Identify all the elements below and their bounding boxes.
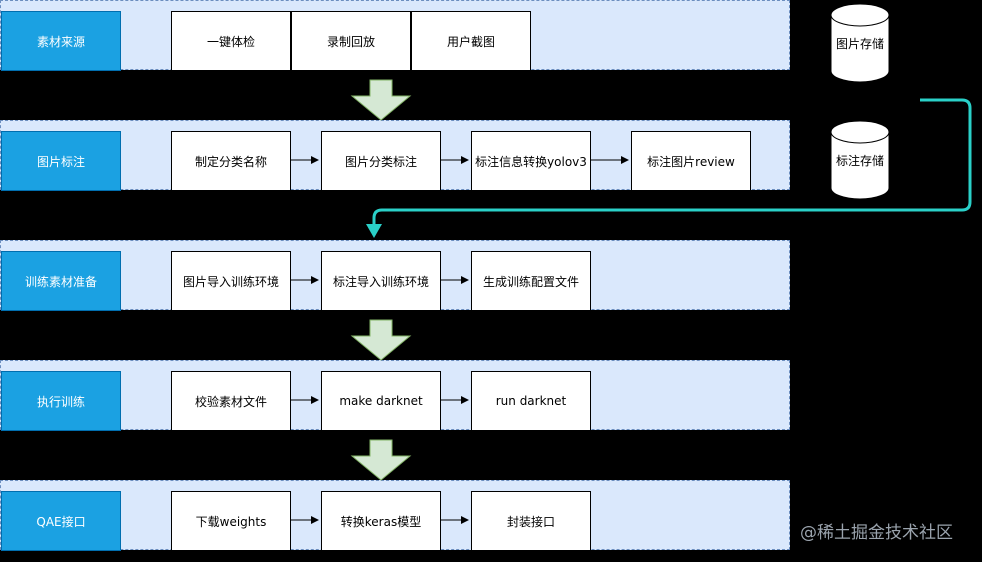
step-run-darknet: run darknet (471, 371, 591, 431)
step-define-categories: 制定分类名称 (171, 131, 291, 191)
stage-label-run-training: 执行训练 (1, 371, 121, 431)
image-storage-label: 图片存储 (835, 36, 884, 51)
stage-label-qae-api: QAE接口 (1, 491, 121, 551)
flow-arrow-4 (350, 439, 412, 481)
step-record-replay: 录制回放 (291, 11, 411, 71)
stage-band-annotation: 图片标注 制定分类名称 图片分类标注 标注信息转换yolov3 标注图片revi… (0, 120, 790, 191)
step-verify-files: 校验素材文件 (171, 371, 291, 431)
watermark-text: @稀土掘金技术社区 (800, 523, 953, 543)
step-convert-yolov3: 标注信息转换yolov3 (471, 131, 591, 191)
step-import-labels: 标注导入训练环境 (321, 251, 441, 311)
stage-label-training-prep: 训练素材准备 (1, 251, 121, 311)
stage-band-run-training: 执行训练 校验素材文件 make darknet run darknet (0, 360, 790, 431)
label-storage-cylinder: 标注存储 (830, 120, 890, 200)
flow-arrow-1 (350, 79, 412, 121)
step-convert-keras: 转换keras模型 (321, 491, 441, 551)
stage-band-training-prep: 训练素材准备 图片导入训练环境 标注导入训练环境 生成训练配置文件 (0, 240, 790, 311)
stage-band-source: 素材来源 一键体检 录制回放 用户截图 (0, 0, 790, 71)
image-storage-cylinder: 图片存储 (830, 3, 890, 83)
stage-label-annotation: 图片标注 (1, 131, 121, 191)
stage-band-qae-api: QAE接口 下载weights 转换keras模型 封装接口 (0, 480, 790, 551)
flow-arrow-3 (350, 319, 412, 361)
step-one-click-check: 一键体检 (171, 11, 291, 71)
label-storage-label: 标注存储 (835, 153, 884, 168)
step-download-weights: 下载weights (171, 491, 291, 551)
step-review-labels: 标注图片review (631, 131, 751, 191)
step-user-screenshot: 用户截图 (411, 11, 531, 71)
step-make-darknet: make darknet (321, 371, 441, 431)
step-image-labeling: 图片分类标注 (321, 131, 441, 191)
step-import-images: 图片导入训练环境 (171, 251, 291, 311)
step-wrap-api: 封装接口 (471, 491, 591, 551)
step-generate-config: 生成训练配置文件 (471, 251, 591, 311)
loop-arrowhead (366, 224, 382, 238)
database-icon (830, 3, 890, 83)
stage-label-source: 素材来源 (1, 11, 121, 71)
